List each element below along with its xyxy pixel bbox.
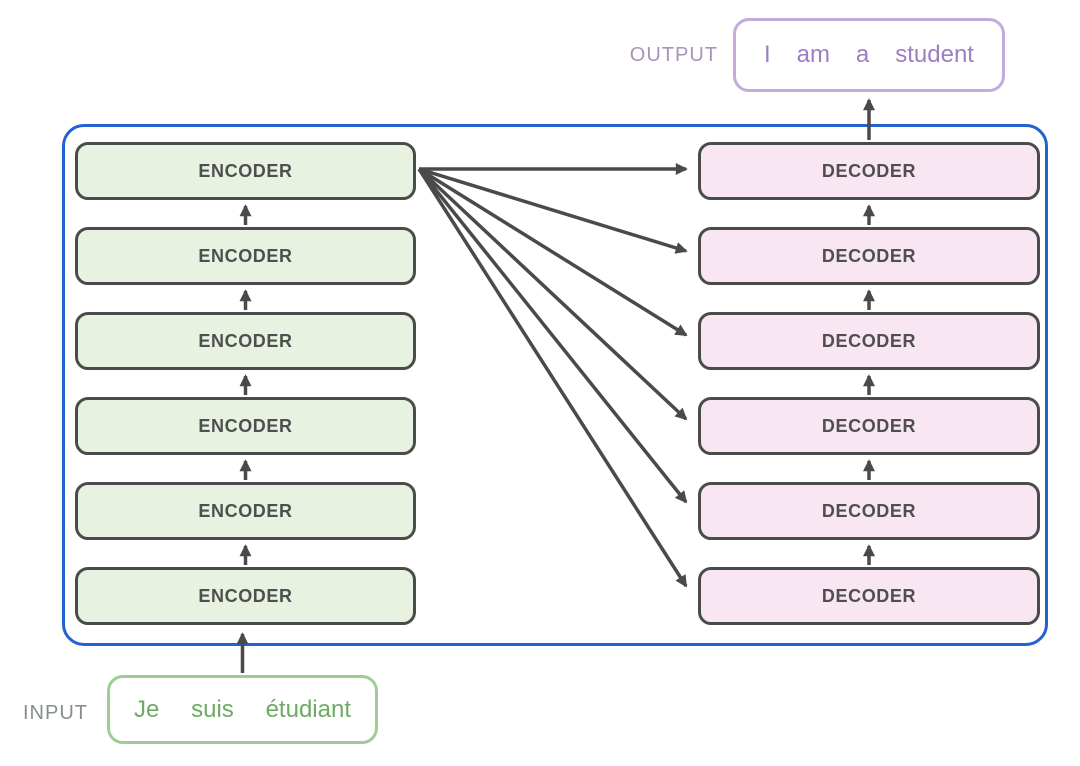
decoder-box-5: DECODER <box>698 227 1040 285</box>
encoder-box-3: ENCODER <box>75 397 416 455</box>
encoder-box-6: ENCODER <box>75 142 416 200</box>
decoder-box-3: DECODER <box>698 397 1040 455</box>
encoder-box-label: ENCODER <box>198 245 293 266</box>
output-token: a <box>855 41 870 68</box>
decoder-box-label: DECODER <box>821 330 917 351</box>
decoder-box-label: DECODER <box>821 415 917 436</box>
decoder-box-label: DECODER <box>821 585 917 606</box>
encoder-box-label: ENCODER <box>198 415 293 436</box>
decoder-box-2: DECODER <box>698 482 1040 540</box>
encoder-box-1: ENCODER <box>75 567 416 625</box>
output-token: student <box>895 41 974 68</box>
input-label: INPUT <box>23 702 88 724</box>
output-box: I am a student <box>733 18 1005 92</box>
decoder-box-4: DECODER <box>698 312 1040 370</box>
decoder-box-label: DECODER <box>821 160 917 181</box>
encoder-box-label: ENCODER <box>198 160 293 181</box>
input-box: Je suis étudiant <box>107 675 378 744</box>
encoder-box-2: ENCODER <box>75 482 416 540</box>
encoder-box-4: ENCODER <box>75 312 416 370</box>
input-token: suis <box>191 695 234 723</box>
output-token: I <box>764 41 771 68</box>
output-token: am <box>796 41 830 68</box>
input-token: étudiant <box>265 695 351 723</box>
output-label: OUTPUT <box>629 44 718 66</box>
decoder-box-label: DECODER <box>821 245 917 266</box>
input-token: Je <box>134 695 160 723</box>
encoder-box-label: ENCODER <box>198 330 293 351</box>
encoder-box-label: ENCODER <box>198 585 293 606</box>
decoder-box-6: DECODER <box>698 142 1040 200</box>
decoder-box-1: DECODER <box>698 567 1040 625</box>
encoder-box-5: ENCODER <box>75 227 416 285</box>
encoder-box-label: ENCODER <box>198 500 293 521</box>
decoder-box-label: DECODER <box>821 500 917 521</box>
